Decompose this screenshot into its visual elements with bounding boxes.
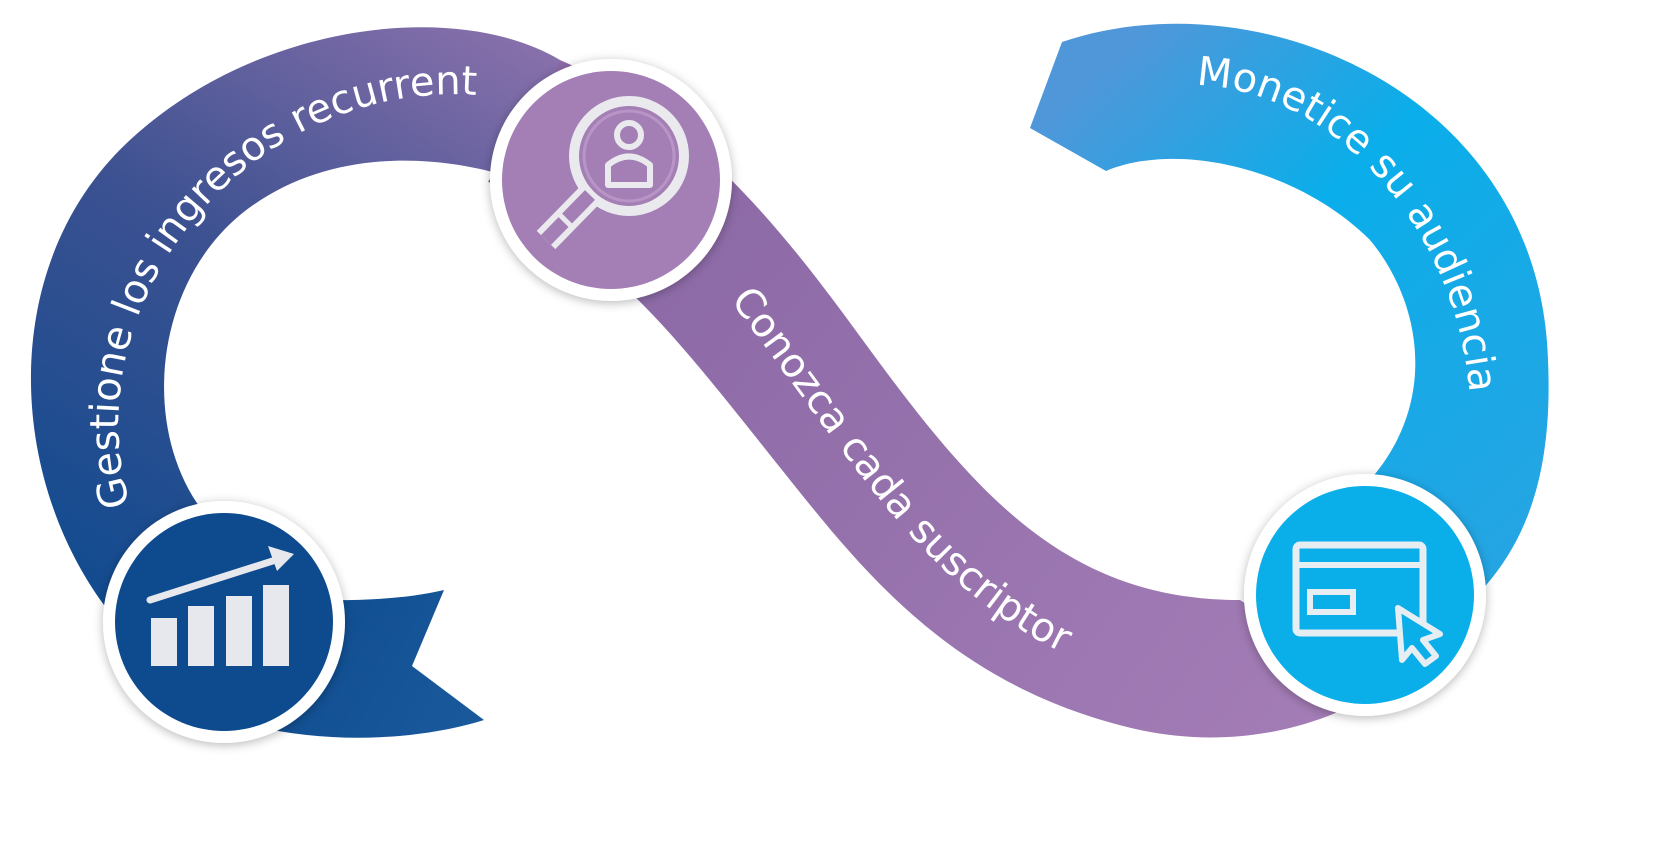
label-know-subscriber: Conozca cada suscriptor: [722, 278, 1079, 662]
bar-chart-trend-icon: [146, 546, 294, 666]
loop-band-manage: [30, 27, 560, 605]
node-know: [490, 59, 732, 301]
browser-window-cursor-icon: [1292, 541, 1443, 667]
magnifier-person-icon: [536, 96, 689, 250]
node-manage: [103, 501, 345, 743]
node-monetize: [1244, 474, 1486, 716]
